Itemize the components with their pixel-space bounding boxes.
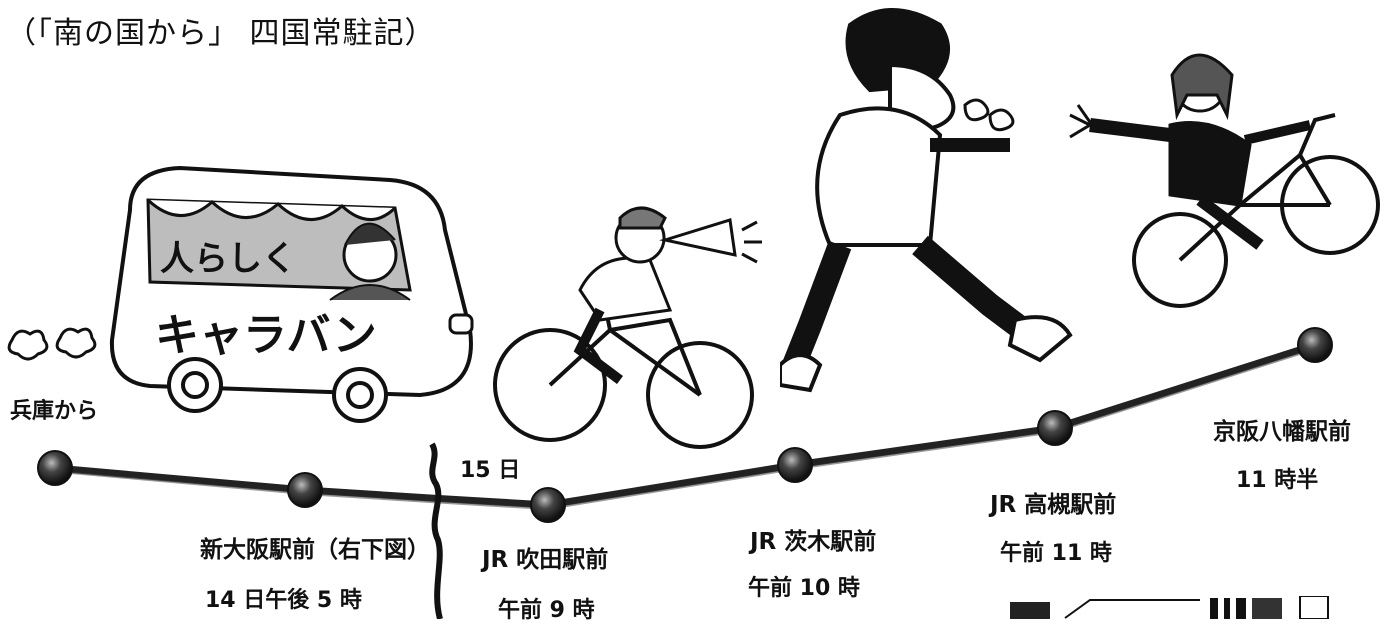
newspaper-clipping-fragment [1010, 596, 1329, 619]
stop-2-name: JR 吹田駅前 [482, 547, 609, 573]
stop-1-name: 新大阪駅前（右下図） [200, 537, 430, 563]
stop-4-name: JR 高槻駅前 [990, 492, 1117, 518]
route-node-suita [530, 487, 566, 523]
runner-illustration [780, 8, 1073, 393]
bus-banner-bottom: キャラバン [155, 310, 377, 361]
caption: （「南の国から」 四国常駐記） [6, 16, 436, 51]
route-node-yawata [1297, 327, 1333, 363]
caravan-bus-illustration: 人らしく キャラバン [7, 165, 474, 423]
stop-5-name: 京阪八幡駅前 [1213, 419, 1351, 445]
stop-1-time: 14 日午後 5 時 [205, 588, 362, 613]
stop-2-time: 午前 9 時 [498, 598, 595, 623]
day-marker: 15 日 [460, 458, 521, 483]
route-node-ibaraki [777, 447, 813, 483]
day-divider-mark [429, 442, 443, 619]
origin-label: 兵庫から [10, 399, 99, 424]
stop-3-time: 午前 10 時 [748, 576, 860, 601]
stop-3-name: JR 茨木駅前 [750, 529, 877, 555]
route-node-takatsuki [1037, 410, 1073, 446]
route-node-origin [37, 450, 73, 486]
girl-on-bicycle-illustration [1069, 53, 1380, 308]
stop-5-time: 11 時半 [1236, 468, 1319, 493]
stop-4-time: 午前 11 時 [1000, 541, 1112, 566]
route-node-shin-osaka [287, 472, 323, 508]
bus-banner-top: 人らしく [160, 239, 296, 279]
cyclist-megaphone-illustration [493, 206, 762, 449]
